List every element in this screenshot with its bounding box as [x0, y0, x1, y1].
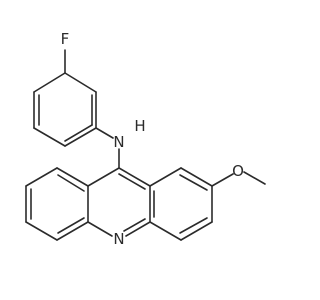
bond: [64, 124, 93, 142]
bond: [123, 218, 146, 232]
bond: [57, 217, 85, 234]
bond: [118, 173, 146, 190]
bond: [179, 217, 208, 234]
bond: [87, 221, 113, 237]
atom-labels: F N H O N: [61, 30, 244, 248]
bond: [118, 167, 151, 187]
methoxy-oxygen-label: O: [232, 162, 244, 180]
bond: [56, 221, 89, 241]
bonds: [25, 49, 266, 241]
bond: [180, 167, 213, 187]
bond: [64, 72, 97, 93]
bond: [87, 167, 120, 187]
bond: [179, 174, 208, 191]
bond: [64, 127, 97, 147]
bond: [180, 221, 213, 241]
bond: [33, 127, 66, 147]
bond: [211, 173, 234, 187]
amine-hydrogen-label: H: [134, 117, 145, 135]
bond: [57, 174, 85, 192]
bond: [149, 167, 182, 187]
fluorine-label: F: [61, 30, 70, 48]
bond: [95, 127, 114, 139]
bond: [25, 221, 58, 241]
bond: [33, 72, 66, 93]
amine-nitrogen-label: N: [113, 133, 124, 151]
bond: [25, 167, 58, 187]
bond: [125, 221, 151, 237]
bond: [243, 171, 266, 185]
molecule-structure-diagram: F N H O N: [25, 30, 266, 248]
bond: [149, 221, 182, 241]
bond: [56, 167, 89, 187]
ring-nitrogen-label: N: [113, 230, 124, 248]
